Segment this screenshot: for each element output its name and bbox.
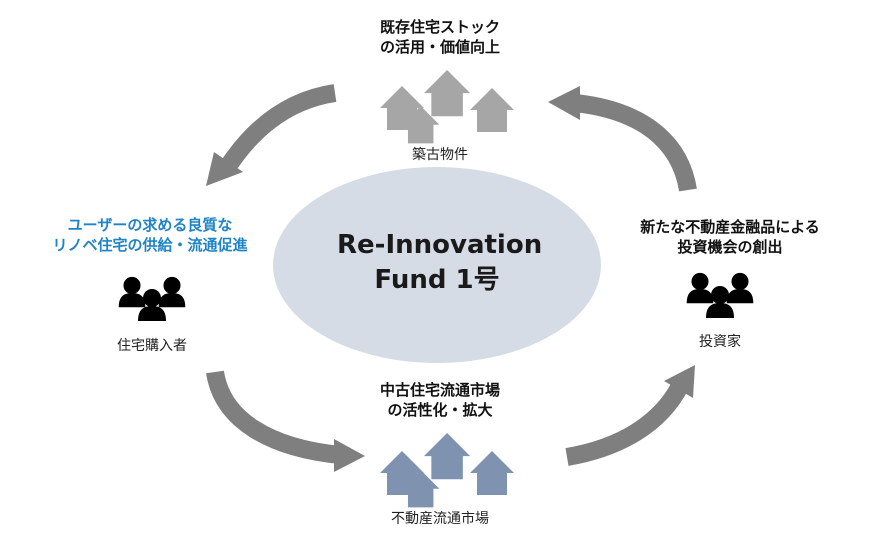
- center-title: Re-Innovation Fund 1号: [337, 228, 543, 298]
- right-heading: 新たな不動産金融品による 投資機会の創出: [610, 218, 850, 257]
- arrow-right-to-top: [573, 94, 697, 192]
- bottom-caption: 不動産流通市場: [391, 511, 489, 527]
- top-heading: 既存住宅ストック の活用・価値向上: [360, 18, 520, 57]
- center-title-line2: Fund 1号: [374, 265, 500, 296]
- top-heading-line2: の活用・価値向上: [379, 37, 500, 56]
- bottom-houses-icon: [380, 433, 514, 508]
- left-caption: 住宅購入者: [117, 338, 187, 354]
- arrow-bottom-to-right-head: [664, 365, 695, 398]
- bottom-heading: 中古住宅流通市場 の活性化・拡大: [360, 381, 520, 420]
- top-houses-icon: [380, 70, 514, 144]
- arrow-top-to-left: [219, 84, 337, 173]
- right-heading-line2: 投資機会の創出: [677, 237, 783, 256]
- arrow-left-to-bottom-head: [334, 439, 365, 472]
- center-title-line1: Re-Innovation: [337, 230, 543, 260]
- arrow-bottom-to-right: [565, 381, 688, 466]
- left-heading-line2: リノベ住宅の供給・流通促進: [52, 235, 248, 254]
- arrow-left-to-bottom: [206, 370, 341, 464]
- left-heading-line1: ユーザーの求める良質な: [67, 216, 233, 234]
- cycle-arrows: [206, 84, 697, 472]
- left-heading: ユーザーの求める良質な リノベ住宅の供給・流通促進: [20, 216, 280, 255]
- arrow-right-to-top-head: [548, 86, 580, 120]
- top-caption: 築古物件: [412, 147, 468, 163]
- right-caption: 投資家: [699, 334, 741, 350]
- buyer-people-icon: [118, 276, 186, 321]
- center-ellipse: [273, 167, 601, 363]
- investor-people-icon: [686, 272, 754, 318]
- top-heading-line1: 既存住宅ストック: [379, 18, 500, 36]
- right-heading-line1: 新たな不動産金融品による: [640, 218, 820, 236]
- bottom-heading-line1: 中古住宅流通市場: [379, 381, 500, 399]
- arrow-top-to-left-head: [206, 152, 243, 186]
- bottom-heading-line2: の活性化・拡大: [387, 400, 493, 419]
